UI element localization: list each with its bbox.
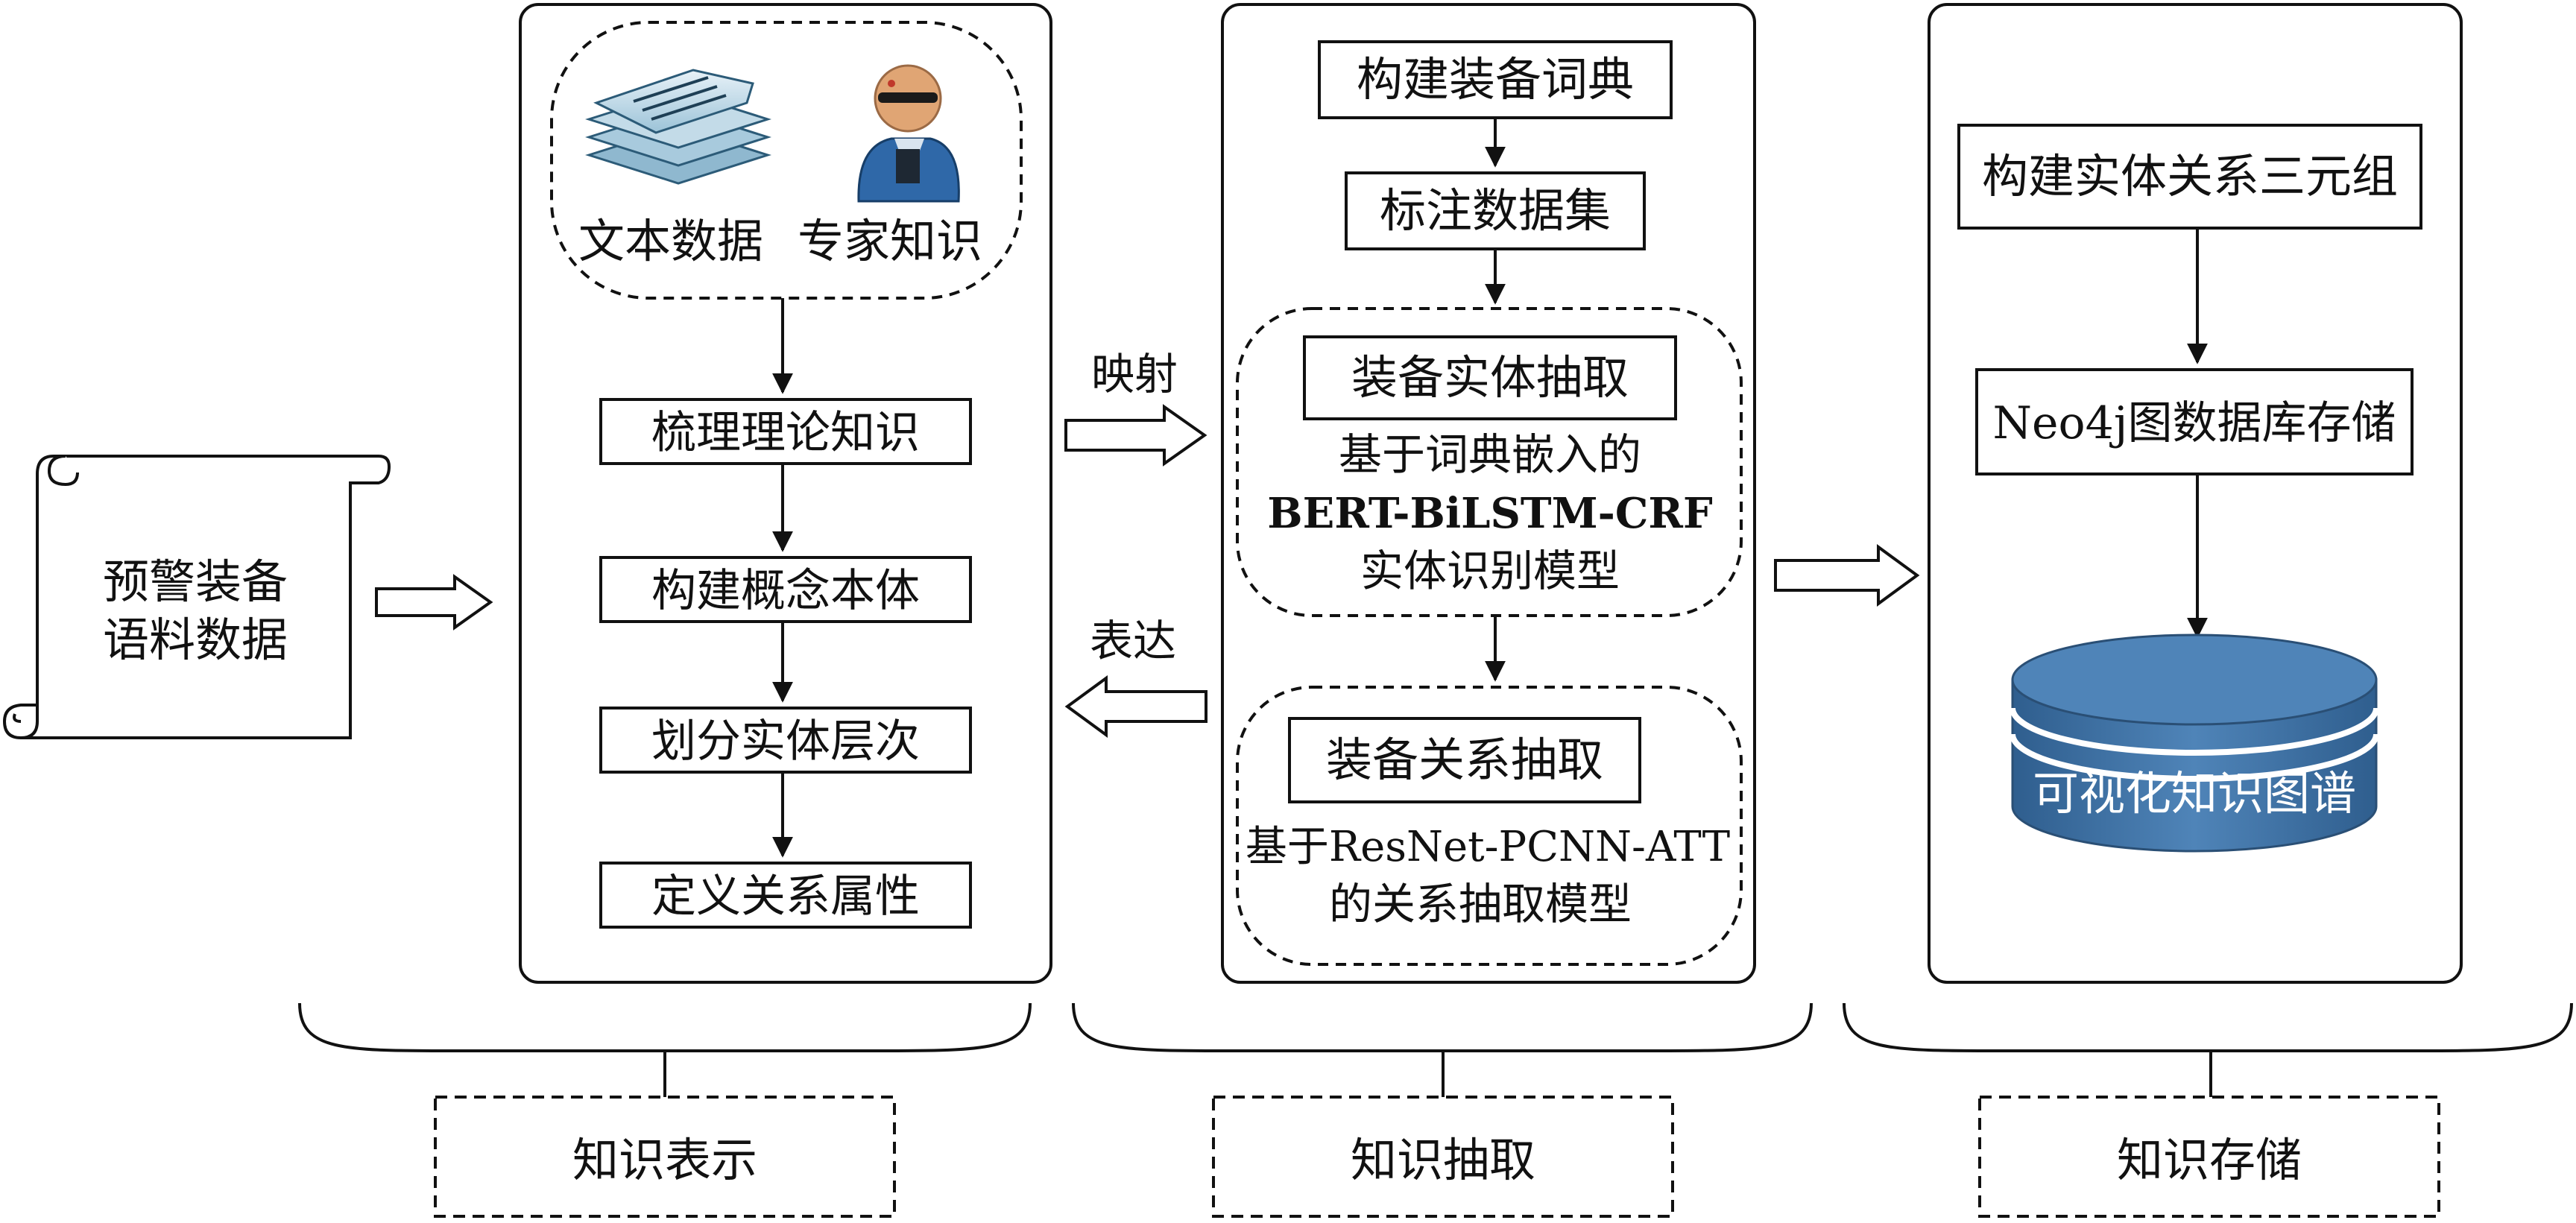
hollow-arrow-mapping: [1064, 404, 1208, 467]
hollow-arrow-expression: [1064, 675, 1208, 738]
entity-extraction-group: [1236, 307, 1743, 617]
database-label: 可视化知识图谱: [2033, 766, 2356, 821]
rep-step-2-label: 构建概念本体: [651, 565, 920, 617]
expert-person-icon: [857, 64, 960, 203]
store-step-2-label: Neo4j图数据库存储: [1993, 397, 2396, 449]
inputs-group: [550, 21, 1023, 300]
stage-storage-label: 知识存储: [2117, 1133, 2302, 1187]
source-label-line1: 预警装备: [103, 554, 288, 609]
input-text-data: 文本数据: [578, 214, 763, 268]
relation-extraction-title: 装备关系抽取: [1326, 733, 1603, 787]
ext-step-1-label: 构建装备词典: [1357, 52, 1634, 107]
stage-extraction-box: [1212, 1096, 1674, 1218]
relation-extraction-desc-2: 的关系抽取模型: [1329, 879, 1632, 929]
relation-extraction-group: [1236, 686, 1743, 966]
panel-knowledge-extraction: 构建装备词典 标注数据集 装备实体抽取 基于词典嵌入的 BERT-BiLSTM-…: [1221, 3, 1756, 984]
entity-extraction-desc-1: 基于词典嵌入的: [1339, 429, 1641, 480]
entity-extraction-desc-3: 实体识别模型: [1360, 546, 1620, 596]
scroll-icon: [2, 455, 391, 739]
store-step-1-box: [1957, 124, 2422, 230]
document-stack-icon: [585, 69, 771, 185]
ext-step-2-box: [1345, 171, 1646, 250]
rep-step-4-label: 定义关系属性: [651, 870, 920, 923]
relation-extraction-title-box: [1288, 717, 1641, 803]
stage-representation-box: [434, 1096, 896, 1218]
rep-step-3-label: 划分实体层次: [651, 715, 920, 768]
rep-step-4-box: [599, 862, 972, 929]
source-label-line2: 语料数据: [103, 613, 288, 667]
rep-step-3-box: [599, 707, 972, 774]
source-scroll: 预警装备 语料数据: [2, 455, 391, 739]
stage-storage-box: [1978, 1096, 2440, 1218]
panel-knowledge-storage: 构建实体关系三元组 Neo4j图数据库存储 可视化知识图谱: [1928, 3, 2463, 984]
stage-brace-storage: [1843, 1002, 2573, 1097]
panel-knowledge-representation: 文本数据 专家知识 梳理理论知识 构建概念本体 划分实体层次 定义关系属性: [519, 3, 1052, 984]
relation-extraction-desc-1: 基于ResNet-PCNN-ATT: [1246, 823, 1730, 871]
rep-step-2-box: [599, 556, 972, 623]
stage-representation-label: 知识表示: [572, 1133, 757, 1187]
stage-brace-extraction: [1072, 1002, 1813, 1097]
rep-step-1-label: 梳理理论知识: [651, 407, 920, 459]
mapping-label: 映射: [1091, 349, 1178, 399]
stage-brace-representation: [298, 1002, 1032, 1097]
entity-extraction-title: 装备实体抽取: [1351, 350, 1629, 405]
store-step-1-label: 构建实体关系三元组: [1982, 149, 2398, 203]
stage-extraction-label: 知识抽取: [1351, 1133, 1535, 1187]
ext-step-2-label: 标注数据集: [1380, 183, 1611, 238]
expression-label: 表达: [1090, 616, 1176, 666]
input-expert-knowledge: 专家知识: [798, 214, 982, 268]
rep-step-1-box: [599, 398, 972, 465]
hollow-arrow-source-to-representation: [375, 574, 493, 631]
store-step-2-box: [1975, 368, 2414, 475]
hollow-arrow-extraction-to-storage: [1774, 544, 1920, 607]
entity-extraction-title-box: [1303, 335, 1677, 420]
entity-extraction-desc-2: BERT-BiLSTM-CRF: [1267, 489, 1713, 538]
database-cylinder-icon: [2010, 633, 2379, 853]
